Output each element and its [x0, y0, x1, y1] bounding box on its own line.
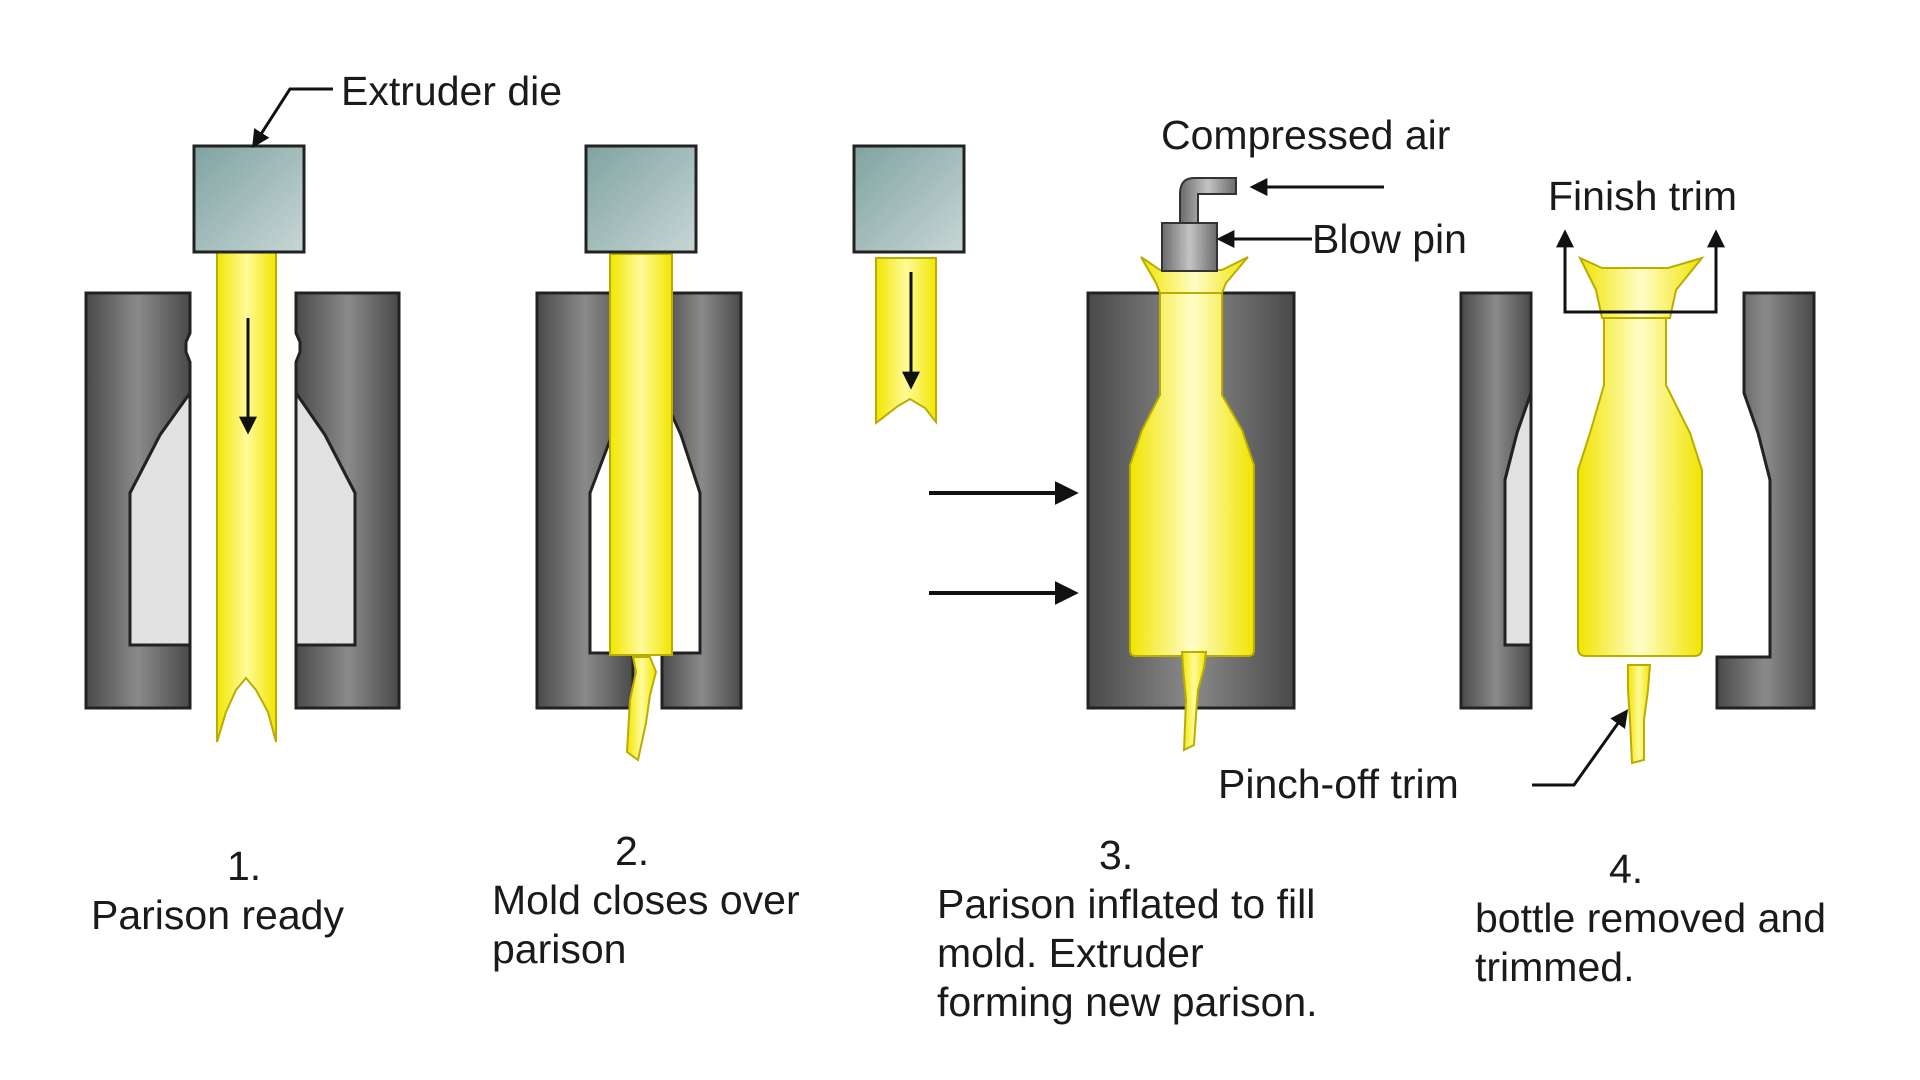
step-4-caption-line-2: trimmed.	[1475, 944, 1635, 990]
stage-1	[84, 87, 401, 743]
finish-trim-label: Finish trim	[1548, 173, 1738, 219]
stage-2	[535, 144, 743, 762]
mold-left-cavity	[1503, 392, 1533, 647]
extruder-die-label: Extruder die	[341, 68, 563, 114]
mold-left-cavity	[128, 388, 192, 647]
finish-trim-bracket	[1563, 237, 1718, 314]
mold-right-half	[1715, 291, 1816, 710]
extruder-die	[192, 144, 306, 254]
step-3-number: 3.	[1099, 832, 1134, 878]
step-3-caption-line-2: mold. Extruder	[937, 930, 1204, 976]
extruder-die	[852, 144, 966, 254]
stage-3	[852, 144, 1384, 752]
pinch-off-trim-label: Pinch-off trim	[1218, 761, 1459, 807]
mold-right-cavity	[294, 388, 357, 647]
new-parison	[875, 257, 937, 426]
finish-trim-flare	[1577, 255, 1705, 319]
parison	[216, 251, 277, 743]
pinch-off-trim-leader	[1532, 709, 1629, 787]
step-1-number: 1.	[227, 843, 262, 889]
blow-pin-tube	[1179, 177, 1237, 224]
pinch-off-tail	[625, 656, 658, 762]
step-2-number: 2.	[615, 828, 650, 874]
extruder-die	[584, 144, 698, 254]
step-3-caption-line-1: Parison inflated to fill	[937, 881, 1316, 927]
pinch-off-trim-piece	[1627, 664, 1652, 765]
step-3-caption-line-3: forming new parison.	[937, 979, 1318, 1025]
step-2-caption-line-1: Mold closes over	[492, 877, 800, 923]
blow-pin-label: Blow pin	[1312, 216, 1467, 262]
step-4-number: 4.	[1609, 846, 1644, 892]
step-2-caption-line-2: parison	[492, 926, 627, 972]
extruder-die-leader	[252, 87, 333, 149]
pinch-off-tail	[1180, 651, 1208, 752]
blow-pin	[1161, 222, 1218, 272]
mold-right-half	[660, 291, 743, 710]
step-1-caption: Parison ready	[91, 892, 344, 938]
parison	[609, 253, 673, 656]
step-4-caption-line-1: bottle removed and	[1475, 895, 1827, 941]
compressed-air-label: Compressed air	[1161, 112, 1451, 158]
stage-4	[1459, 229, 1816, 787]
inflated-bottle	[1129, 292, 1255, 657]
removed-bottle	[1577, 317, 1703, 657]
